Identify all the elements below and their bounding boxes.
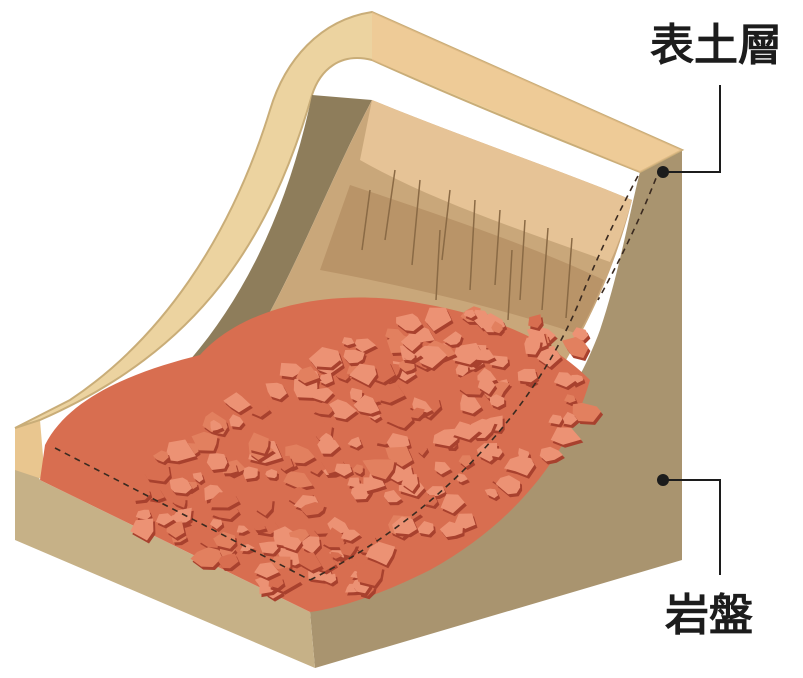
rock-fragment xyxy=(243,467,258,480)
topsoil-front-band xyxy=(15,420,45,480)
label-topsoil: 表土層 xyxy=(650,20,782,71)
label-bedrock: 岩盤 xyxy=(665,590,753,641)
